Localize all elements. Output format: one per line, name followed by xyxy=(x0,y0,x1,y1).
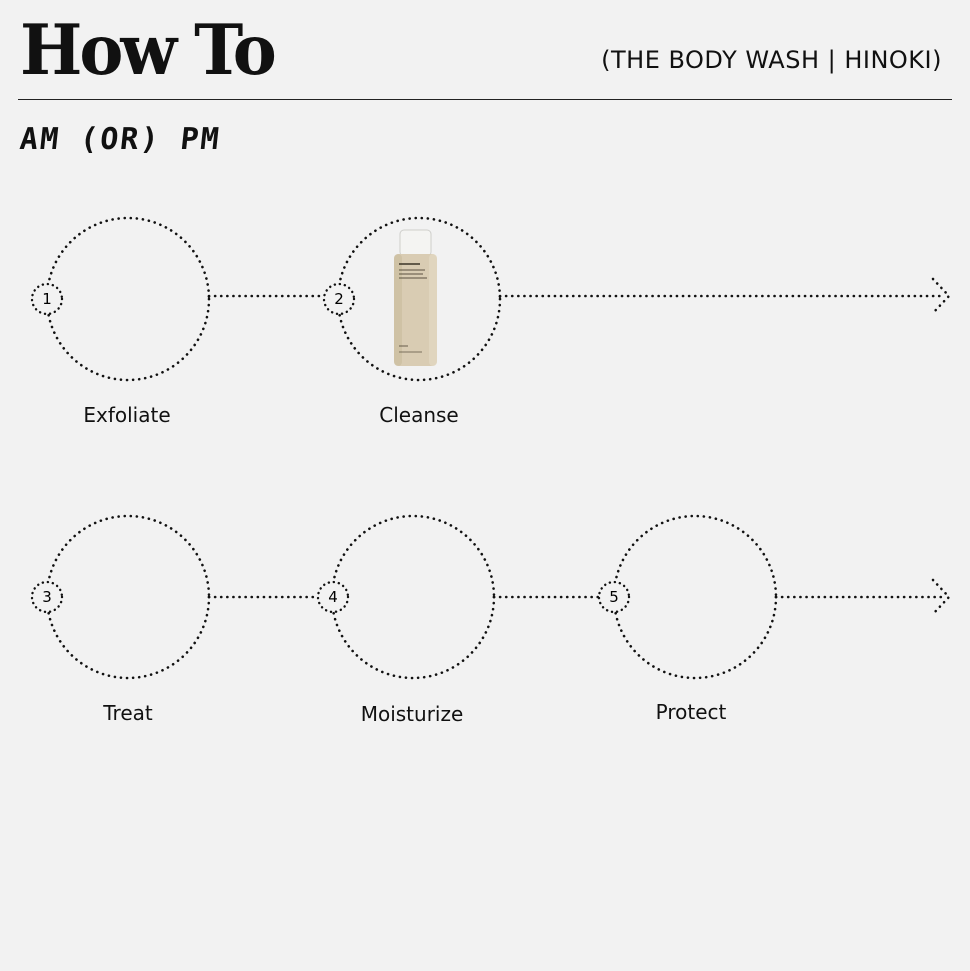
step-4-number: 4 xyxy=(328,588,338,606)
arrow-head-row-2 xyxy=(931,578,951,616)
step-2-number: 2 xyxy=(334,290,344,308)
body-wash-bottle-image xyxy=(394,229,437,366)
product-name: (THE BODY WASH | HINOKI) xyxy=(601,46,942,74)
step-4-badge xyxy=(316,580,350,614)
step-1-number: 1 xyxy=(42,290,52,308)
arrow-head-row-1 xyxy=(931,277,951,315)
step-1-label: Exfoliate xyxy=(83,403,171,427)
step-4-label: Moisturize xyxy=(360,702,464,726)
step-3-circle xyxy=(45,514,211,680)
step-3-label: Treat xyxy=(103,701,153,725)
step-2-badge xyxy=(322,282,356,316)
page-title: How To xyxy=(20,9,277,91)
step-1-badge xyxy=(30,282,64,316)
step-3-badge xyxy=(30,580,64,614)
step-1-circle xyxy=(45,216,211,382)
step-5-label: Protect xyxy=(655,700,727,724)
step-2-label: Cleanse xyxy=(379,403,459,427)
step-2-circle xyxy=(336,216,502,382)
step-5-badge xyxy=(597,580,631,614)
step-4-circle xyxy=(330,514,496,680)
step-5-number: 5 xyxy=(609,588,619,606)
step-3-number: 3 xyxy=(42,588,52,606)
step-5-circle xyxy=(612,514,778,680)
header-divider xyxy=(18,99,952,100)
